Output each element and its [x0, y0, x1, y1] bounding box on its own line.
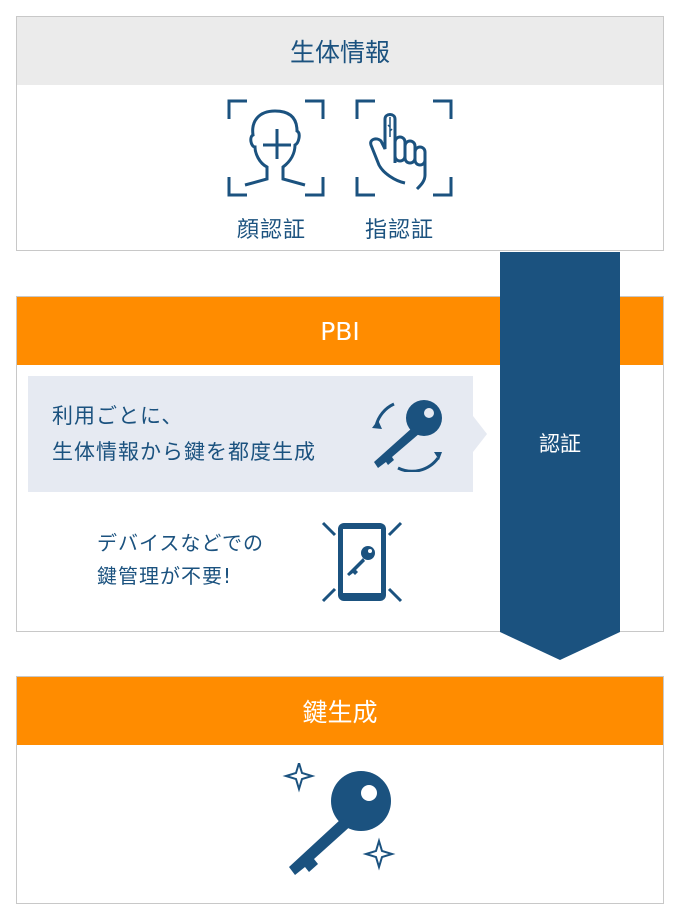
- biometrics-section: 生体情報 顔認証 指認証: [16, 16, 664, 251]
- auth-arrow: [500, 252, 620, 660]
- fingerprint-scan-icon: [355, 99, 453, 197]
- key-regenerate-icon: [372, 400, 442, 472]
- bubble-line-2: 生体情報から鍵を都度生成: [52, 440, 316, 464]
- keygen-section: 鍵生成: [16, 676, 664, 904]
- note-line-1: デバイスなどでの: [97, 531, 264, 555]
- face-auth-label: 顔認証: [237, 218, 307, 243]
- face-scan-icon: [227, 99, 325, 197]
- keygen-header: 鍵生成: [17, 677, 663, 745]
- biometrics-header: 生体情報: [17, 17, 663, 85]
- note-line-2: 鍵管理が不要!: [97, 564, 233, 588]
- pbi-bubble: 利用ごとに、 生体情報から鍵を都度生成: [28, 376, 487, 492]
- key-sparkle-icon: [282, 763, 396, 875]
- bubble-line-1: 利用ごとに、: [52, 404, 184, 428]
- finger-auth-label: 指認証: [365, 218, 435, 243]
- phone-key-icon: [321, 521, 403, 603]
- auth-label: 認証: [539, 432, 581, 456]
